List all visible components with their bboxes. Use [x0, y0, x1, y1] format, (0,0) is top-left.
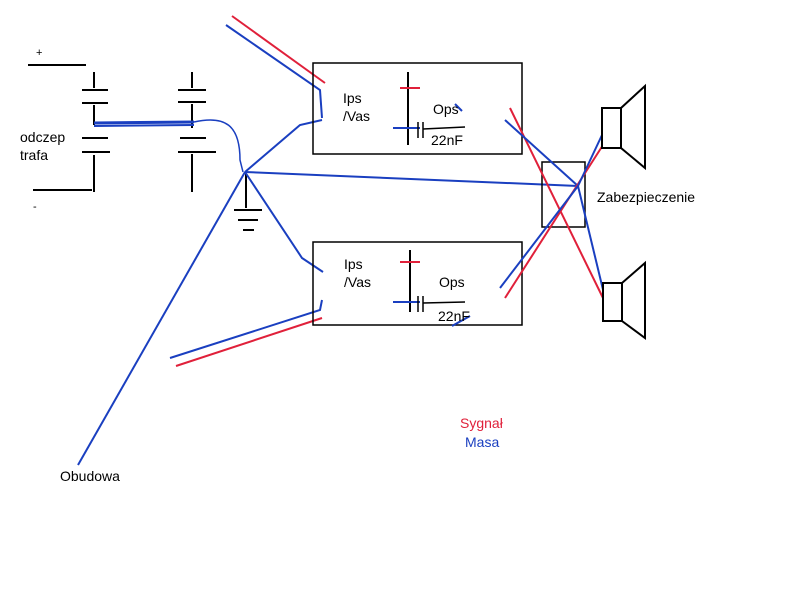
top-amp-ground-wire: [244, 119, 323, 173]
amp-bottom: Ips /Vas Ops 22nF: [312, 241, 523, 327]
amp-top-vas-label: /Vas: [343, 108, 370, 124]
protection-ground-wire: [244, 171, 579, 187]
output-wires: [499, 107, 606, 299]
amp-bottom-ips-label: Ips: [344, 256, 363, 272]
top-input-signal: [231, 15, 326, 84]
tap-wire: [93, 119, 244, 173]
signal-wires: [175, 15, 326, 367]
amp-bottom-vas-label: /Vas: [344, 274, 371, 290]
legend-signal-label: Sygnał: [460, 415, 504, 431]
protection-label: Zabezpieczenie: [597, 189, 695, 205]
top-input-ground: [225, 24, 323, 119]
tap-label-line2: trafa: [20, 147, 48, 163]
tap-label-line1: odczep: [20, 129, 65, 145]
power-supply: [28, 64, 216, 192]
amp-top: Ips /Vas Ops 22nF: [312, 62, 523, 155]
bottom-amp-ground-wire: [244, 171, 324, 273]
legend-ground-label: Masa: [465, 434, 499, 450]
speaker-top: [601, 83, 646, 171]
plus-label: +: [36, 47, 42, 59]
speaker-bottom-magnet: [602, 282, 623, 322]
ground-symbol: [234, 172, 262, 231]
speaker-bottom: [602, 260, 646, 340]
chassis-label: Obudowa: [60, 468, 120, 484]
protection-block: Zabezpieczenie: [541, 161, 695, 228]
speaker-top-magnet: [601, 107, 622, 149]
chassis-wire: [77, 171, 246, 466]
bottom-input-signal: [175, 317, 323, 367]
speaker-top-cone: [620, 83, 646, 171]
amp-bottom-ops-label: Ops: [439, 274, 465, 290]
protection-box: [541, 161, 586, 228]
speaker-bottom-cone: [621, 260, 646, 340]
minus-label: -: [33, 201, 37, 213]
amp-top-ops-label: Ops: [433, 101, 459, 117]
amp-bottom-cap-label: 22nF: [438, 308, 470, 324]
amp-top-box: [312, 62, 523, 155]
amp-bottom-box: [312, 241, 523, 326]
ground-wires: [77, 24, 579, 466]
bottom-input-ground: [169, 299, 323, 359]
amp-top-ips-label: Ips: [343, 90, 362, 106]
amp-top-cap-label: 22nF: [431, 132, 463, 148]
